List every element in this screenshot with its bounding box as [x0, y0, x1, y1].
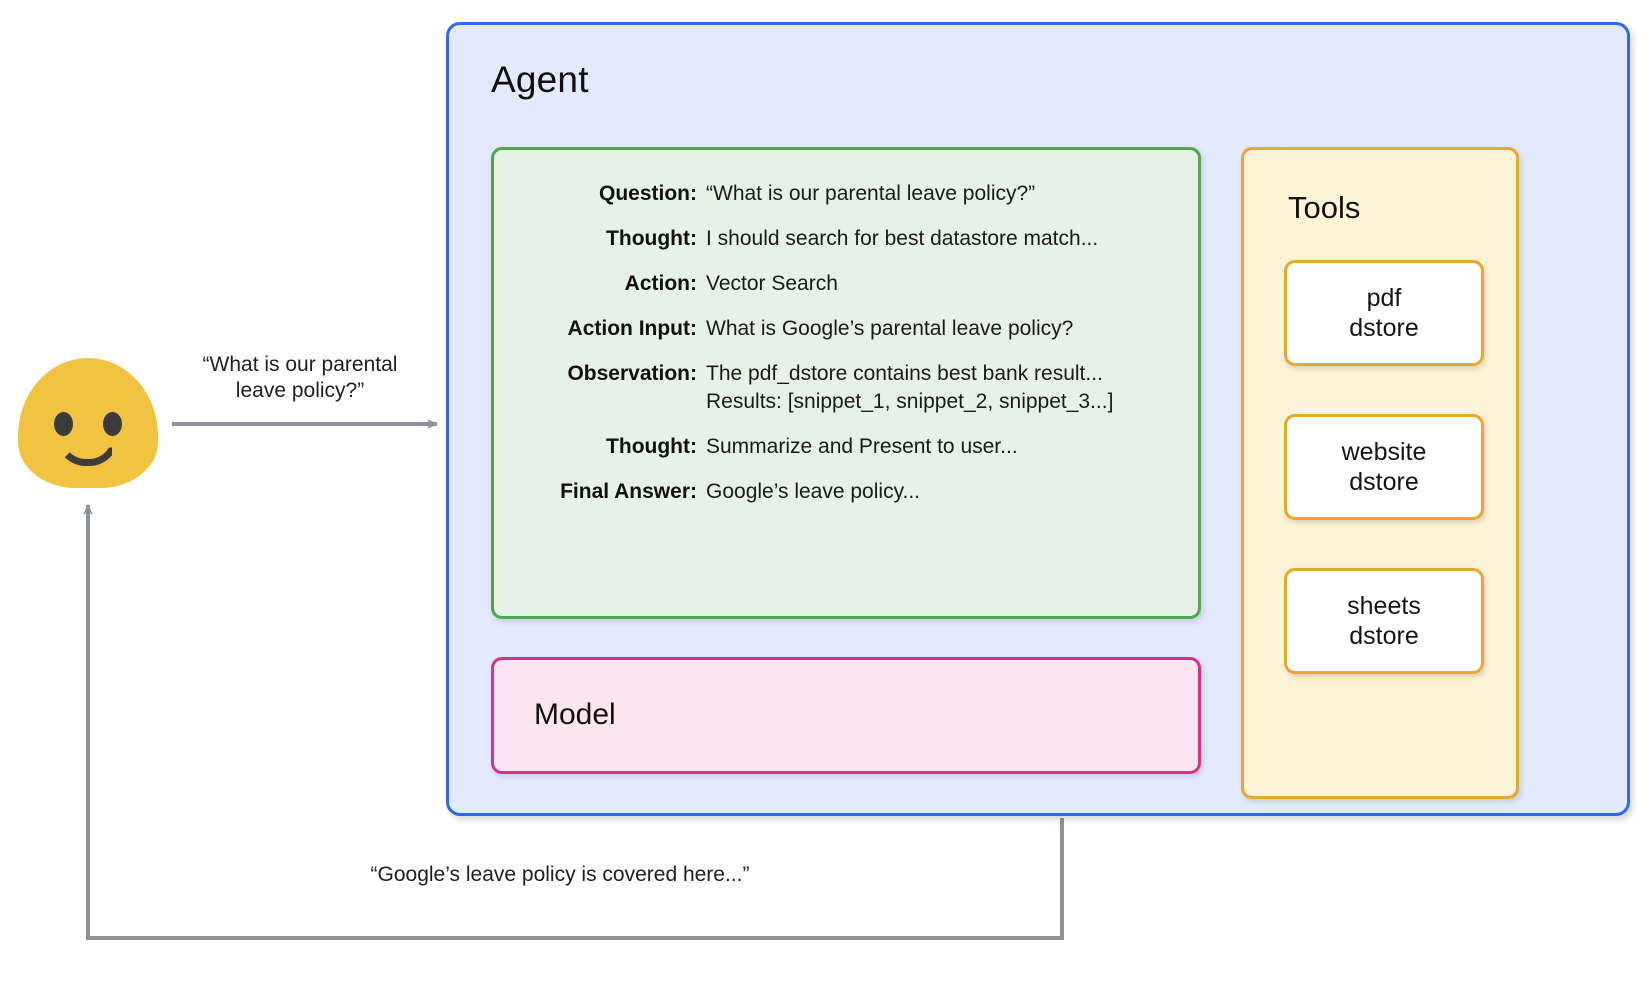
table-row: Thought: I should search for best datast…: [494, 225, 1198, 253]
tool-card-list: pdf dstore website dstore sheets dstore: [1284, 260, 1484, 674]
tool-card-sheets-dstore[interactable]: sheets dstore: [1284, 568, 1484, 674]
tool-card-website-dstore[interactable]: website dstore: [1284, 414, 1484, 520]
trace-value: “What is our parental leave policy?”: [706, 182, 1036, 205]
table-row: Action: Vector Search: [494, 270, 1198, 298]
agent-title: Agent: [491, 59, 589, 100]
agent-container: Agent Question: “What is our parental le…: [446, 22, 1630, 816]
agent-answer-label: “Google’s leave policy is covered here..…: [370, 863, 750, 886]
trace-key: Thought:: [606, 227, 697, 250]
avatar-eye-right-icon: [103, 412, 122, 436]
model-panel: Model: [491, 657, 1201, 774]
table-row: Action Input: What is Google’s parental …: [494, 315, 1198, 343]
trace-value: I should search for best datastore match…: [706, 227, 1099, 250]
trace-value: Summarize and Present to user...: [706, 435, 1018, 458]
trace-key: Final Answer:: [560, 480, 697, 503]
tools-title: Tools: [1288, 190, 1361, 225]
trace-value: The pdf_dstore contains best bank result…: [706, 362, 1114, 413]
table-row: Observation: The pdf_dstore contains bes…: [494, 360, 1198, 416]
user-question-label: “What is our parental leave policy?”: [202, 353, 398, 403]
trace-key: Thought:: [606, 435, 697, 458]
tools-panel: Tools pdf dstore website dstore sheets d…: [1241, 147, 1519, 799]
trace-value: Google’s leave policy...: [706, 480, 921, 503]
trace-value: What is Google’s parental leave policy?: [706, 317, 1074, 340]
trace-key: Action:: [624, 272, 697, 295]
trace-key: Question:: [599, 182, 697, 205]
trace-key: Observation:: [567, 362, 697, 385]
table-row: Question: “What is our parental leave po…: [494, 180, 1198, 208]
trace-value: Vector Search: [706, 272, 838, 295]
avatar-smile-icon: [56, 436, 119, 466]
trace-row-list: Question: “What is our parental leave po…: [494, 180, 1198, 523]
avatar: [18, 358, 158, 488]
agent-trace-panel: Question: “What is our parental leave po…: [491, 147, 1201, 619]
avatar-eye-left-icon: [54, 412, 73, 436]
model-title: Model: [534, 698, 616, 731]
tool-card-pdf-dstore[interactable]: pdf dstore: [1284, 260, 1484, 366]
avatar-face-icon: [18, 358, 158, 488]
trace-key: Action Input:: [567, 317, 697, 340]
table-row: Thought: Summarize and Present to user..…: [494, 433, 1198, 461]
table-row: Final Answer: Google’s leave policy...: [494, 478, 1198, 506]
